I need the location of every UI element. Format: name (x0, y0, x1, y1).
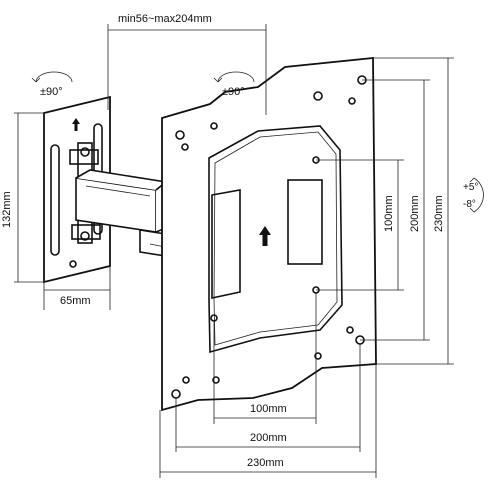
vesa-large-label: 230mm (247, 457, 284, 469)
tilt-down-label: -8° (463, 199, 476, 210)
vertical-100-label: 100mm (383, 195, 395, 232)
wall-plate-height-label: 132mm (1, 191, 13, 228)
dimension-lines (14, 24, 454, 478)
wall-swivel-label: ±90° (40, 86, 63, 98)
vesa-plate (161, 57, 377, 412)
center-up-arrow-icon (259, 226, 271, 246)
vesa-small-label: 100mm (250, 403, 287, 415)
vertical-230-label: 230mm (433, 195, 445, 232)
wall-plate-width-label: 65mm (60, 295, 91, 307)
vertical-200-label: 200mm (409, 195, 421, 232)
vesa-medium-label: 200mm (250, 432, 287, 444)
up-arrow-icon (72, 118, 80, 131)
plate-swivel-label: ±90° (222, 86, 245, 98)
rotation-indicators (31, 71, 484, 213)
tilt-up-label: +5° (463, 182, 478, 193)
arm-extension-label: min56~max204mm (118, 13, 212, 25)
